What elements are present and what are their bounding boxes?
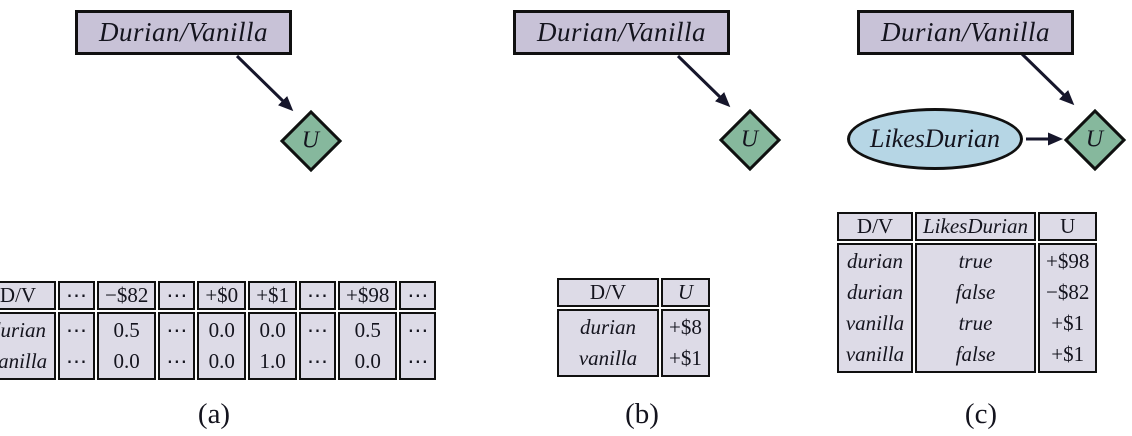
utility-node: U (1063, 108, 1127, 172)
table-header-cell: D/V (837, 212, 913, 241)
table-body-column: +$8+$1 (661, 309, 710, 377)
decision-node-durian-vanilla: Durian/Vanilla (857, 10, 1074, 55)
subfigure-caption-a: (a) (197, 398, 231, 430)
table-cell: vanilla (845, 311, 905, 335)
arrow-decision-to-utility-b (676, 54, 731, 108)
table-cell: +$1 (1051, 311, 1085, 335)
table-header-cell: +$0 (197, 281, 247, 310)
table-cell: ⋯ (66, 318, 87, 342)
table-cell: ⋯ (166, 318, 188, 342)
table-cell: true (958, 311, 993, 335)
table-cell: durian (579, 315, 636, 339)
subfigure-caption-b: (b) (625, 398, 659, 430)
table-body-column: durian durian vanilla vanilla (837, 243, 913, 373)
table-body-column: +$98 −$82 +$1 +$1 (1038, 243, 1098, 373)
table-body-column: durian vanilla (0, 312, 56, 380)
table-cell: vanilla (845, 342, 905, 366)
table-body-column: true false true false (915, 243, 1036, 373)
decision-node-durian-vanilla: Durian/Vanilla (513, 10, 730, 55)
table-header-cell: U (661, 278, 710, 307)
table-cell: 0.0 (208, 318, 235, 342)
arrow-decision-to-utility-a (235, 54, 294, 112)
table-body-column: ⋯⋯ (58, 312, 95, 380)
table-cell: ⋯ (307, 349, 329, 373)
table-cell: ⋯ (407, 318, 429, 342)
subfigure-caption-c: (c) (964, 398, 998, 430)
table-header-cell: D/V (0, 281, 56, 310)
decision-node-durian-vanilla: Durian/Vanilla (75, 10, 292, 55)
table-cell: 0.0 (208, 349, 235, 373)
table-header-cell: ⋯ (399, 281, 437, 310)
utility-node: U (718, 108, 782, 172)
table-cell: 0.0 (113, 349, 140, 373)
table-cell: −$82 (1046, 280, 1090, 304)
table-cell: false (955, 342, 996, 366)
table-header-cell: LikesDurian (915, 212, 1036, 241)
table-cell: ⋯ (307, 318, 329, 342)
table-cell: false (955, 280, 996, 304)
table-cell: durian (846, 280, 903, 304)
table-cell: ⋯ (407, 349, 429, 373)
table-body-column: ⋯⋯ (299, 312, 337, 380)
table-header-cell: +$98 (338, 281, 398, 310)
table-header-cell: U (1038, 212, 1098, 241)
table-cell: durian (846, 249, 903, 273)
table-body-column: ⋯⋯ (158, 312, 196, 380)
table-cell: 0.5 (354, 318, 381, 342)
utility-table-a: D/V⋯−$82⋯+$0+$1⋯+$98⋯durianvanilla⋯⋯0.50… (0, 281, 437, 380)
table-cell: ⋯ (66, 349, 87, 373)
table-header-cell: −$82 (97, 281, 157, 310)
table-body-column: ⋯⋯ (399, 312, 437, 380)
utility-node: U (279, 109, 343, 173)
table-cell: vanilla (578, 346, 638, 370)
table-cell: vanilla (0, 349, 48, 373)
table-cell: 1.0 (259, 349, 286, 373)
table-header-cell: +$1 (248, 281, 298, 310)
table-header-cell: D/V (557, 278, 659, 307)
table-cell: durian (0, 318, 46, 342)
utility-node-label: U (741, 126, 759, 153)
table-cell: 0.0 (354, 349, 381, 373)
table-header-cell: ⋯ (158, 281, 196, 310)
utility-node-label: U (302, 127, 320, 154)
table-body-column: durian vanilla (557, 309, 659, 377)
table-cell: 0.5 (113, 318, 140, 342)
arrow-decision-to-utility-c (1020, 52, 1075, 106)
table-header-cell: ⋯ (299, 281, 337, 310)
table-cell: +$8 (669, 315, 702, 339)
table-cell: +$1 (1051, 342, 1085, 366)
table-cell: +$1 (669, 346, 702, 370)
table-header-cell: ⋯ (58, 281, 95, 310)
table-cell: 0.0 (259, 318, 286, 342)
table-cell: ⋯ (166, 349, 188, 373)
chance-node-likes-durian: LikesDurian (847, 108, 1023, 170)
utility-node-label: U (1086, 126, 1104, 153)
table-cell: true (958, 249, 993, 273)
table-cell: +$98 (1046, 249, 1090, 273)
